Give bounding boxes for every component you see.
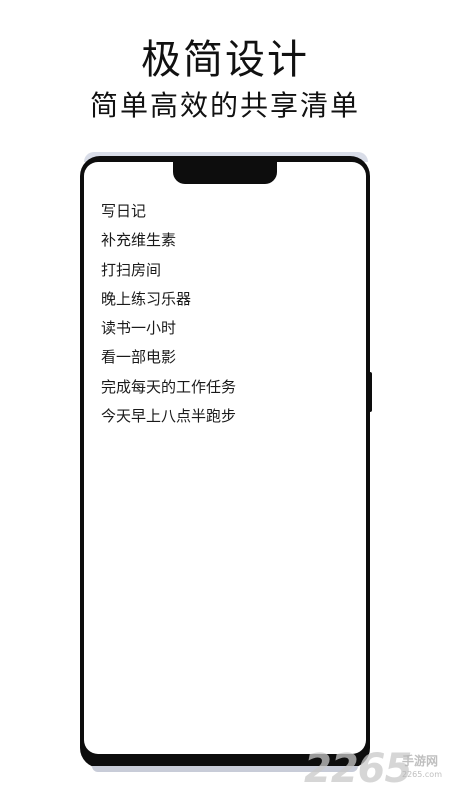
todo-item[interactable]: 补充维生素 <box>101 231 177 250</box>
phone-notch <box>173 162 277 184</box>
phone-mockup: 写日记 补充维生素 打扫房间 晚上练习乐器 读书一小时 看一部电影 完成每天的工… <box>80 156 370 768</box>
todo-item[interactable]: 今天早上八点半跑步 <box>101 407 237 426</box>
watermark-site-name: 手游网 <box>402 754 439 768</box>
phone-screen: 写日记 补充维生素 打扫房间 晚上练习乐器 读书一小时 看一部电影 完成每天的工… <box>84 162 366 754</box>
phone-bottom-shadow <box>92 766 358 772</box>
todo-item[interactable]: 读书一小时 <box>101 319 177 338</box>
promo-headline: 极简设计 <box>141 37 309 83</box>
watermark-logo: 2265 手游网 2265.com <box>304 744 450 794</box>
watermark-domain: 2265.com <box>402 770 442 779</box>
promo-subline: 简单高效的共享清单 <box>89 89 360 122</box>
todo-item[interactable]: 写日记 <box>101 202 147 220</box>
todo-item[interactable]: 晚上练习乐器 <box>101 289 192 308</box>
todo-item[interactable]: 完成每天的工作任务 <box>101 377 237 396</box>
todo-list: 写日记 补充维生素 打扫房间 晚上练习乐器 读书一小时 看一部电影 完成每天的工… <box>101 197 236 431</box>
phone-side-button <box>368 372 372 412</box>
todo-item[interactable]: 看一部电影 <box>101 348 177 367</box>
watermark-number: 2265 <box>304 746 412 792</box>
todo-item[interactable]: 打扫房间 <box>101 260 162 279</box>
